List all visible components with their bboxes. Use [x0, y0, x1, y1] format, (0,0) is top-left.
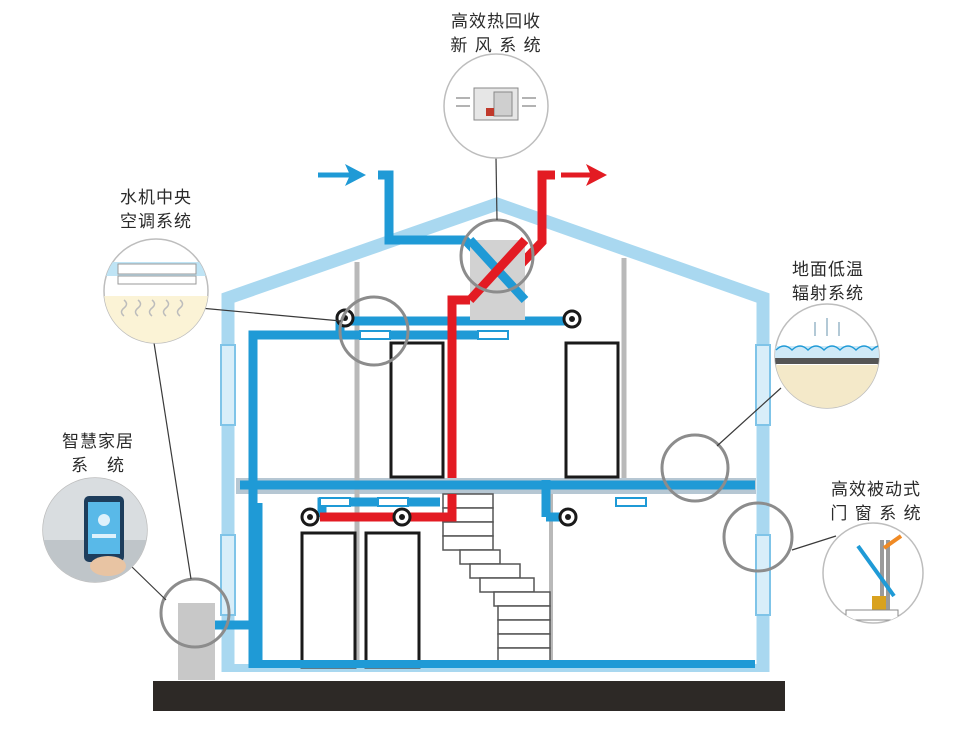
- window-frame-icon: [823, 523, 923, 623]
- smartphone-icon: [43, 478, 147, 582]
- label-water-ac-line2: 空调系统: [96, 210, 216, 234]
- outdoor-unit: [178, 603, 215, 680]
- label-smart-home-line1: 智慧家居: [38, 430, 158, 454]
- staircase: [443, 494, 550, 666]
- label-heat-recovery-line1: 高效热回收: [434, 10, 558, 34]
- airflow-out-arrow-icon: [561, 164, 607, 186]
- fan-coil-icon: [100, 239, 212, 346]
- label-water-ac-line1: 水机中央: [96, 186, 216, 210]
- airflow-in-arrow-icon: [318, 164, 366, 186]
- label-floor-heating-line1: 地面低温: [768, 258, 888, 282]
- label-heat-recovery-line2: 新 风 系 统: [434, 34, 558, 58]
- floor-radiant-icon: [770, 304, 888, 413]
- label-floor-heating: 地面低温 辐射系统: [768, 258, 888, 306]
- label-floor-heating-line2: 辐射系统: [768, 282, 888, 306]
- heat-recovery-box: [470, 240, 525, 320]
- label-smart-home: 智慧家居 系 统: [38, 430, 158, 478]
- label-smart-home-line2: 系 统: [38, 454, 158, 478]
- ground-slab: [153, 681, 785, 711]
- label-passive-window-line1: 高效被动式: [811, 478, 941, 502]
- label-heat-recovery: 高效热回收 新 风 系 统: [434, 10, 558, 58]
- label-passive-window: 高效被动式 门 窗 系 统: [811, 478, 941, 526]
- heat-recovery-unit-icon: [444, 54, 548, 158]
- label-passive-window-line2: 门 窗 系 统: [811, 502, 941, 526]
- label-water-ac: 水机中央 空调系统: [96, 186, 216, 234]
